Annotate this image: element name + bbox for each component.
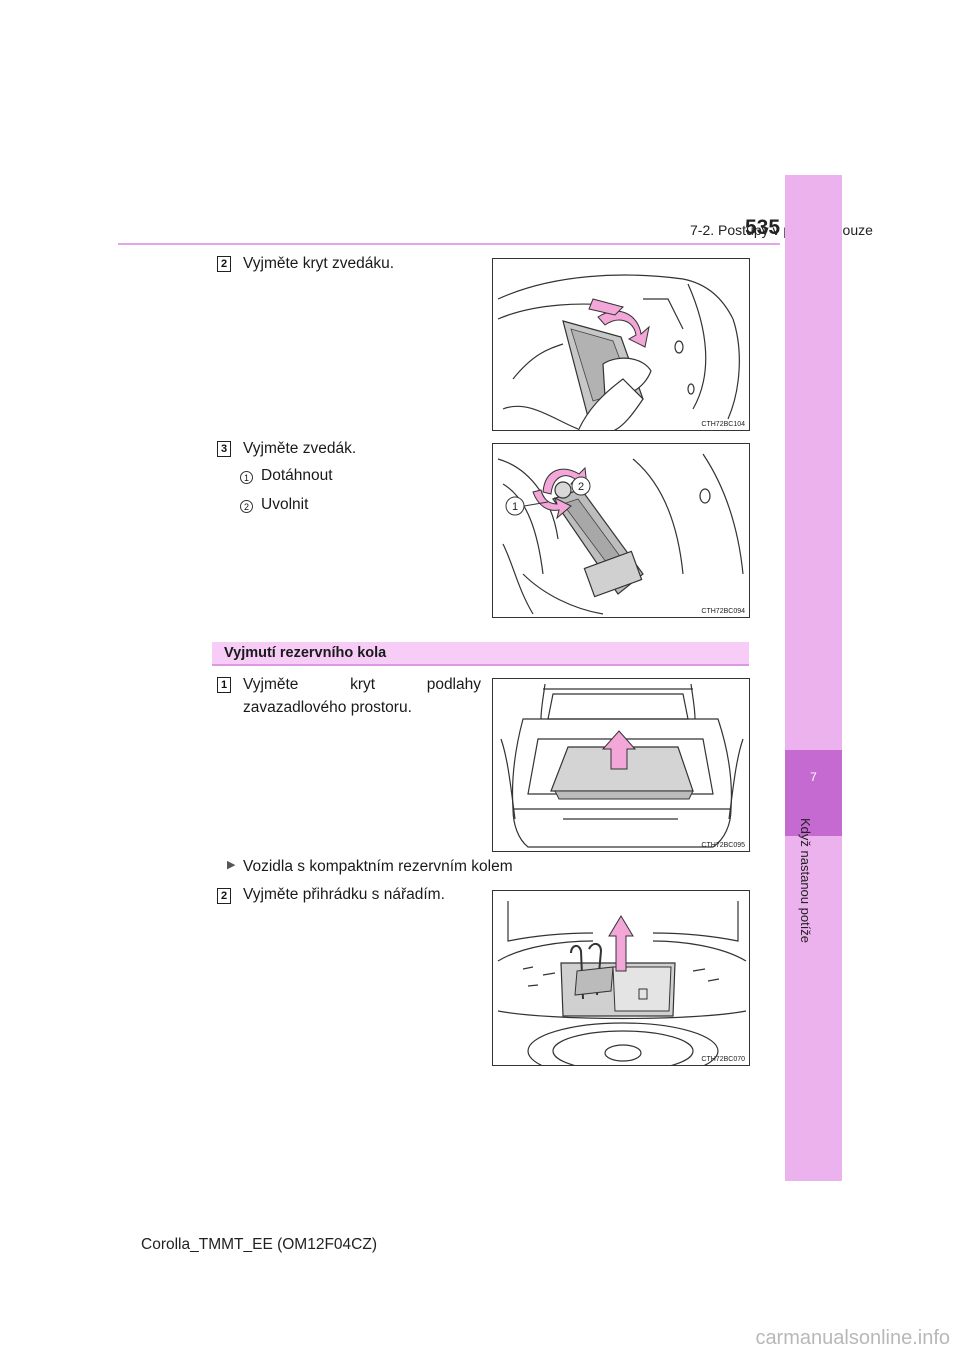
- jack-cover-drawing: [497, 274, 740, 430]
- sub-step-text: Dotáhnout: [261, 467, 333, 484]
- section-heading-text: Vyjmutí rezervního kola: [224, 645, 387, 661]
- document-footer: Corolla_TMMT_EE (OM12F04CZ): [141, 1236, 377, 1253]
- page-number: 535: [745, 216, 781, 239]
- step-text: Vyjměte přihrádku s nářadím.: [243, 886, 445, 903]
- figure-code: CTH72BC104: [701, 421, 745, 428]
- header-divider: [118, 243, 780, 245]
- sub-step-badge: 1: [240, 471, 253, 484]
- trunk-floor-illustration: CTH72BC095: [492, 678, 750, 852]
- jack-removal-drawing: 1 2: [497, 453, 744, 615]
- chapter-number: 7: [810, 770, 817, 784]
- jack-removal-illustration: 1 2 CTH72BC094: [492, 443, 750, 618]
- variant-arrow-icon: ▶: [227, 859, 236, 871]
- step-text: Vyjměte zvedák.: [243, 440, 357, 457]
- figure-code: CTH72BC095: [701, 842, 745, 849]
- callout-1-label: 1: [512, 501, 518, 513]
- trunk-floor-drawing: [500, 683, 744, 848]
- sub-step-text: Uvolnit: [261, 496, 309, 513]
- chapter-tab: [785, 750, 842, 836]
- tool-tray-illustration: CTH72BC070: [492, 890, 750, 1066]
- figure-code: CTH72BC070: [701, 1056, 745, 1063]
- step-badge: 3: [217, 441, 231, 457]
- tool-tray-drawing: [497, 901, 747, 1065]
- sub-step-badge: 2: [240, 500, 253, 513]
- side-tab: [785, 175, 842, 1181]
- step-text: Vyjměte kryt zvedáku.: [243, 255, 395, 272]
- figure-code: CTH72BC094: [701, 608, 745, 615]
- step-badge: 1: [217, 677, 231, 693]
- step-text: Vyjměte kryt podlahy zavazadlového prost…: [243, 676, 481, 716]
- step-badge: 2: [217, 256, 231, 272]
- step-badge: 2: [217, 888, 231, 904]
- chapter-label: Když nastanou potíže: [798, 818, 813, 944]
- section-title: 7-2. Postupy v případě nouze: [690, 222, 873, 238]
- variant-label: Vozidla s kompaktním rezervním kolem: [243, 858, 513, 875]
- callout-2-label: 2: [578, 481, 584, 493]
- jack-cover-illustration: CTH72BC104: [492, 258, 750, 431]
- section-heading: Vyjmutí rezervního kola: [212, 642, 749, 666]
- watermark: carmanualsonline.info: [755, 1327, 950, 1349]
